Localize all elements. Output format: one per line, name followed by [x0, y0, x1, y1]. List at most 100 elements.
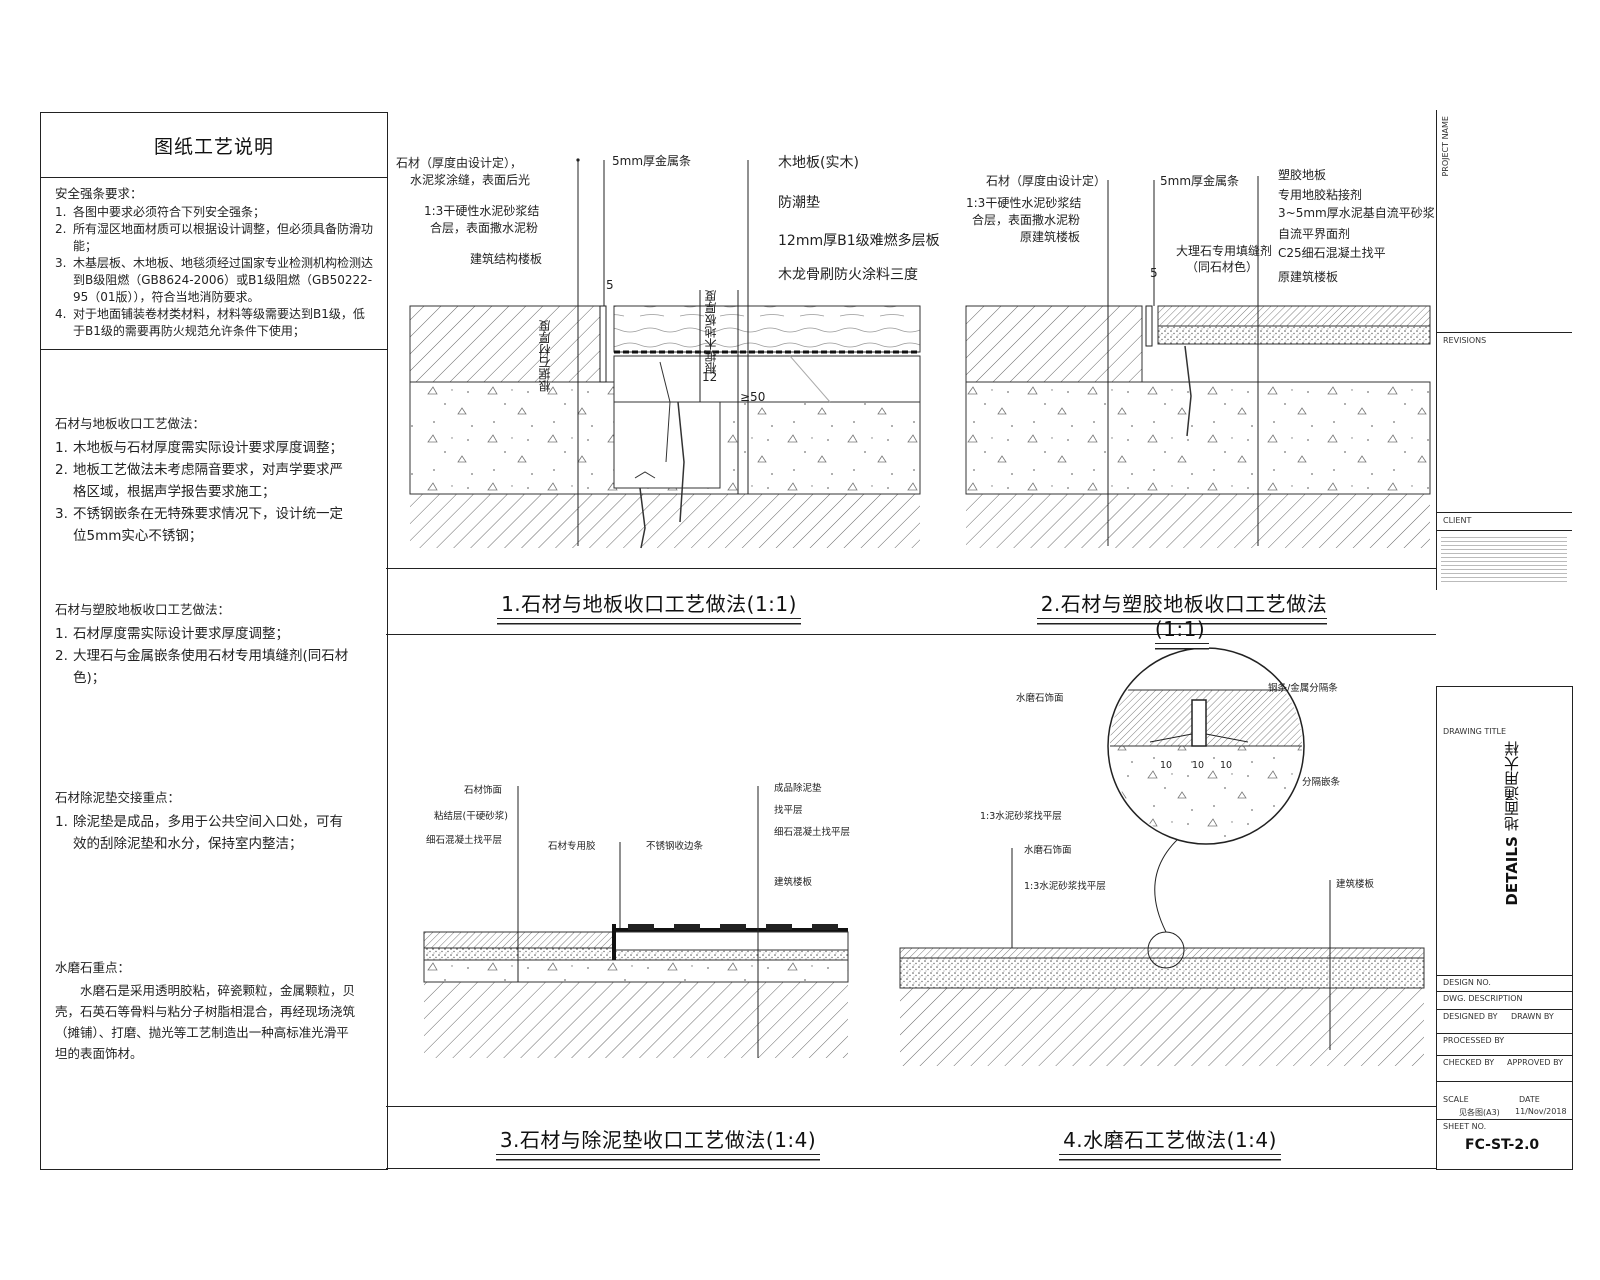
sheet-no-label: SHEET NO. [1443, 1122, 1487, 1131]
d3-left-label: 粘结层(干硬砂浆) [434, 811, 508, 822]
safety-notes: 安全强条要求： 1.各图中要求必须符合下列安全强条； 2.所有湿区地面材质可以根… [55, 185, 375, 340]
d2-right-label: 原建筑楼板 [1278, 270, 1339, 284]
date-value: 11/Nov/2018 [1515, 1107, 1567, 1116]
d1-dim-50: ≥50 [740, 390, 766, 404]
d2-left-label: 1:3干硬性水泥砂浆结 [966, 196, 1082, 210]
terrazzo-body: 水磨石是采用透明胶粘，碎瓷颗粒，金属颗粒，贝壳，石英石等骨料与粘分子树脂相混合，… [55, 983, 356, 1061]
mat-item: 1.除泥垫是成品，多用于公共空间入口处，可有效的刮除泥垫和水分，保持室内整洁； [55, 814, 343, 852]
d3-mid-label: 不锈钢收边条 [646, 841, 704, 852]
client-label: CLIENT [1443, 516, 1472, 525]
scale-value: 见各图(A3) [1459, 1108, 1500, 1117]
safety-item: 1.各图中要求必须符合下列安全强条； [55, 205, 266, 219]
stone-wood-item: 1.木地板与石材厚度需实际设计要求厚度调整； [55, 440, 343, 456]
d1-strip-label: 5mm厚金属条 [612, 154, 692, 168]
detail3-drawing [423, 786, 849, 1058]
d2-strip-label: 5mm厚金属条 [1160, 174, 1240, 188]
d1-left-label: 水泥浆涂缝，表面后光 [410, 173, 531, 187]
d3-right-label: 建筑楼板 [774, 877, 813, 888]
approved-by-label: APPROVED BY [1507, 1058, 1564, 1067]
terrazzo-heading: 水磨石重点： [55, 960, 131, 975]
row-divider-2 [386, 634, 1436, 635]
detail2-caption: 2.石材与塑胶地板收口工艺做法(1:1) [1012, 588, 1352, 644]
processed-by-label: PROCESSED BY [1443, 1036, 1505, 1045]
d1-left-label: 1:3干硬性水泥砂浆结 [424, 204, 540, 218]
drawing-title-en: DETAILS 地面通用大样 [1503, 741, 1521, 906]
checked-by-label: CHECKED BY [1443, 1058, 1495, 1067]
titleblock-top: PROJECT NAME REVISIONS CLIENT [1436, 110, 1572, 590]
terrazzo-notes: 水磨石重点： 水磨石是采用透明胶粘，碎瓷颗粒，金属颗粒，贝壳，石英石等骨料与粘分… [55, 957, 355, 1064]
d4-dim: 10 [1192, 760, 1205, 771]
d2-left-label: 石材（厚度由设计定） [986, 174, 1107, 188]
d3-left-label: 细石混凝土找平层 [426, 835, 503, 846]
d3-right-label: 成品除泥垫 [774, 783, 822, 794]
d4-detail-label: 1:3水泥砂浆找平层 [980, 811, 1062, 822]
d4-detail-label: 分隔嵌条 [1302, 777, 1341, 788]
d1-left-label: 建筑结构楼板 [470, 252, 543, 266]
d2-dim-5: 5 [1150, 266, 1158, 280]
d4-lower-label: 水磨石饰面 [1024, 845, 1072, 856]
d4-lower-label: 建筑楼板 [1336, 879, 1375, 890]
safety-item: 3.木基层板、木地板、地毯须经过国家专业检测机构检测达到B级阻燃（GB8624-… [55, 256, 374, 304]
stone-pvc-heading: 石材与塑胶地板收口工艺做法： [55, 602, 231, 617]
d3-right-label: 找平层 [774, 805, 803, 816]
safety-item: 2.所有湿区地面材质可以根据设计调整，但必须具备防滑功能； [55, 222, 374, 253]
detail1-drawing [409, 158, 921, 549]
d1-right-label: 防潮垫 [778, 195, 820, 211]
designed-by-label: DESIGNED BY [1443, 1012, 1498, 1021]
stone-pvc-notes: 石材与塑胶地板收口工艺做法： 1.石材厚度需实际设计要求厚度调整； 2.大理石与… [55, 599, 355, 689]
d4-lower-label: 1:3水泥砂浆找平层 [1024, 881, 1106, 892]
d1-right-label: 木龙骨刷防火涂料三度 [778, 267, 918, 283]
detail4-caption: 4.水磨石工艺做法(1:4) [1050, 1124, 1290, 1155]
d2-left-label: 合层，表面撒水泥粉 [972, 213, 1081, 227]
d1-vtext-stone: 根据石材厚度 [538, 320, 552, 392]
safety-heading: 安全强条要求： [55, 186, 143, 201]
notes-title: 图纸工艺说明 [41, 113, 387, 178]
d3-mid-label: 石材专用胶 [548, 841, 596, 852]
revisions-label: REVISIONS [1443, 336, 1487, 345]
drawing-title-label: DRAWING TITLE [1443, 727, 1507, 736]
d2-right-label: 自流平界面剂 [1278, 227, 1351, 241]
d1-vtext-wood: 根据木地板厚度 [704, 290, 718, 374]
d2-right-label: 塑胶地板 [1278, 168, 1327, 182]
d1-dim-5: 5 [606, 278, 614, 292]
drawing-frame [386, 112, 1436, 1169]
d3-left-label: 石材饰面 [464, 785, 503, 796]
row-divider-1 [386, 568, 1436, 569]
stone-pvc-item: 2.大理石与金属嵌条使用石材专用填缝剂(同石材色)； [55, 648, 349, 686]
titleblock-bottom: DRAWING TITLE DETAILS 地面通用大样 DESIGN NO. … [1436, 686, 1573, 1170]
safety-item: 4.对于地面铺装卷材类材料，材料等级需要达到B1级，低于B1级的需要再防火规范允… [55, 307, 365, 338]
d2-right-label: C25细石混凝土找平 [1278, 246, 1386, 260]
project-name-label: PROJECT NAME [1441, 116, 1450, 177]
d4-detail-label: 水磨石饰面 [1016, 693, 1064, 704]
d1-left-label: 石材（厚度由设计定）， [396, 156, 523, 170]
stone-wood-item: 3.不锈钢嵌条在无特殊要求情况下，设计统一定位5mm实心不锈钢； [55, 506, 343, 544]
sheet-number: FC-ST-2.0 [1465, 1137, 1540, 1153]
d3-right-label: 细石混凝土找平层 [774, 827, 851, 838]
d4-detail-label: 铜条/金属分隔条 [1268, 683, 1338, 694]
stone-wood-item: 2.地板工艺做法未考虑隔音要求，对声学要求严格区域，根据声学报告要求施工； [55, 462, 343, 500]
notes-panel: 图纸工艺说明 安全强条要求： 1.各图中要求必须符合下列安全强条； 2.所有湿区… [40, 112, 388, 1170]
d2-sealant-label: （同石材色） [1186, 260, 1259, 274]
stone-pvc-item: 1.石材厚度需实际设计要求厚度调整； [55, 626, 289, 642]
stone-wood-heading: 石材与地板收口工艺做法： [55, 416, 206, 431]
d2-right-label: 专用地胶粘接剂 [1278, 188, 1363, 202]
d2-left-label: 原建筑楼板 [1020, 230, 1081, 244]
detail3-caption: 3.石材与除泥垫收口工艺做法(1:4) [488, 1124, 828, 1155]
d1-right-label: 12mm厚B1级难燃多层板 [778, 233, 940, 249]
d4-dim: 10 [1160, 760, 1173, 771]
dwg-description-label: DWG. DESCRIPTION [1443, 994, 1523, 1003]
d2-sealant-label: 大理石专用填缝剂 [1176, 244, 1273, 258]
scale-label: SCALE [1443, 1095, 1469, 1104]
detail4-drawing [899, 647, 1425, 1066]
d1-right-label: 木地板(实木) [778, 155, 859, 171]
design-no-label: DESIGN NO. [1443, 978, 1491, 987]
detail2-drawing [965, 176, 1431, 548]
d1-dim-12: 12 [702, 370, 718, 384]
stone-wood-notes: 石材与地板收口工艺做法： 1.木地板与石材厚度需实际设计要求厚度调整； 2.地板… [55, 413, 355, 547]
mat-notes: 石材除泥垫交接重点： 1.除泥垫是成品，多用于公共空间入口处，可有效的刮除泥垫和… [55, 787, 355, 855]
drawn-by-label: DRAWN BY [1511, 1012, 1554, 1021]
date-label: DATE [1519, 1095, 1540, 1104]
d2-right-label: 3~5mm厚水泥基自流平砂浆 [1278, 206, 1435, 220]
d1-left-label: 合层，表面撒水泥粉 [430, 221, 539, 235]
